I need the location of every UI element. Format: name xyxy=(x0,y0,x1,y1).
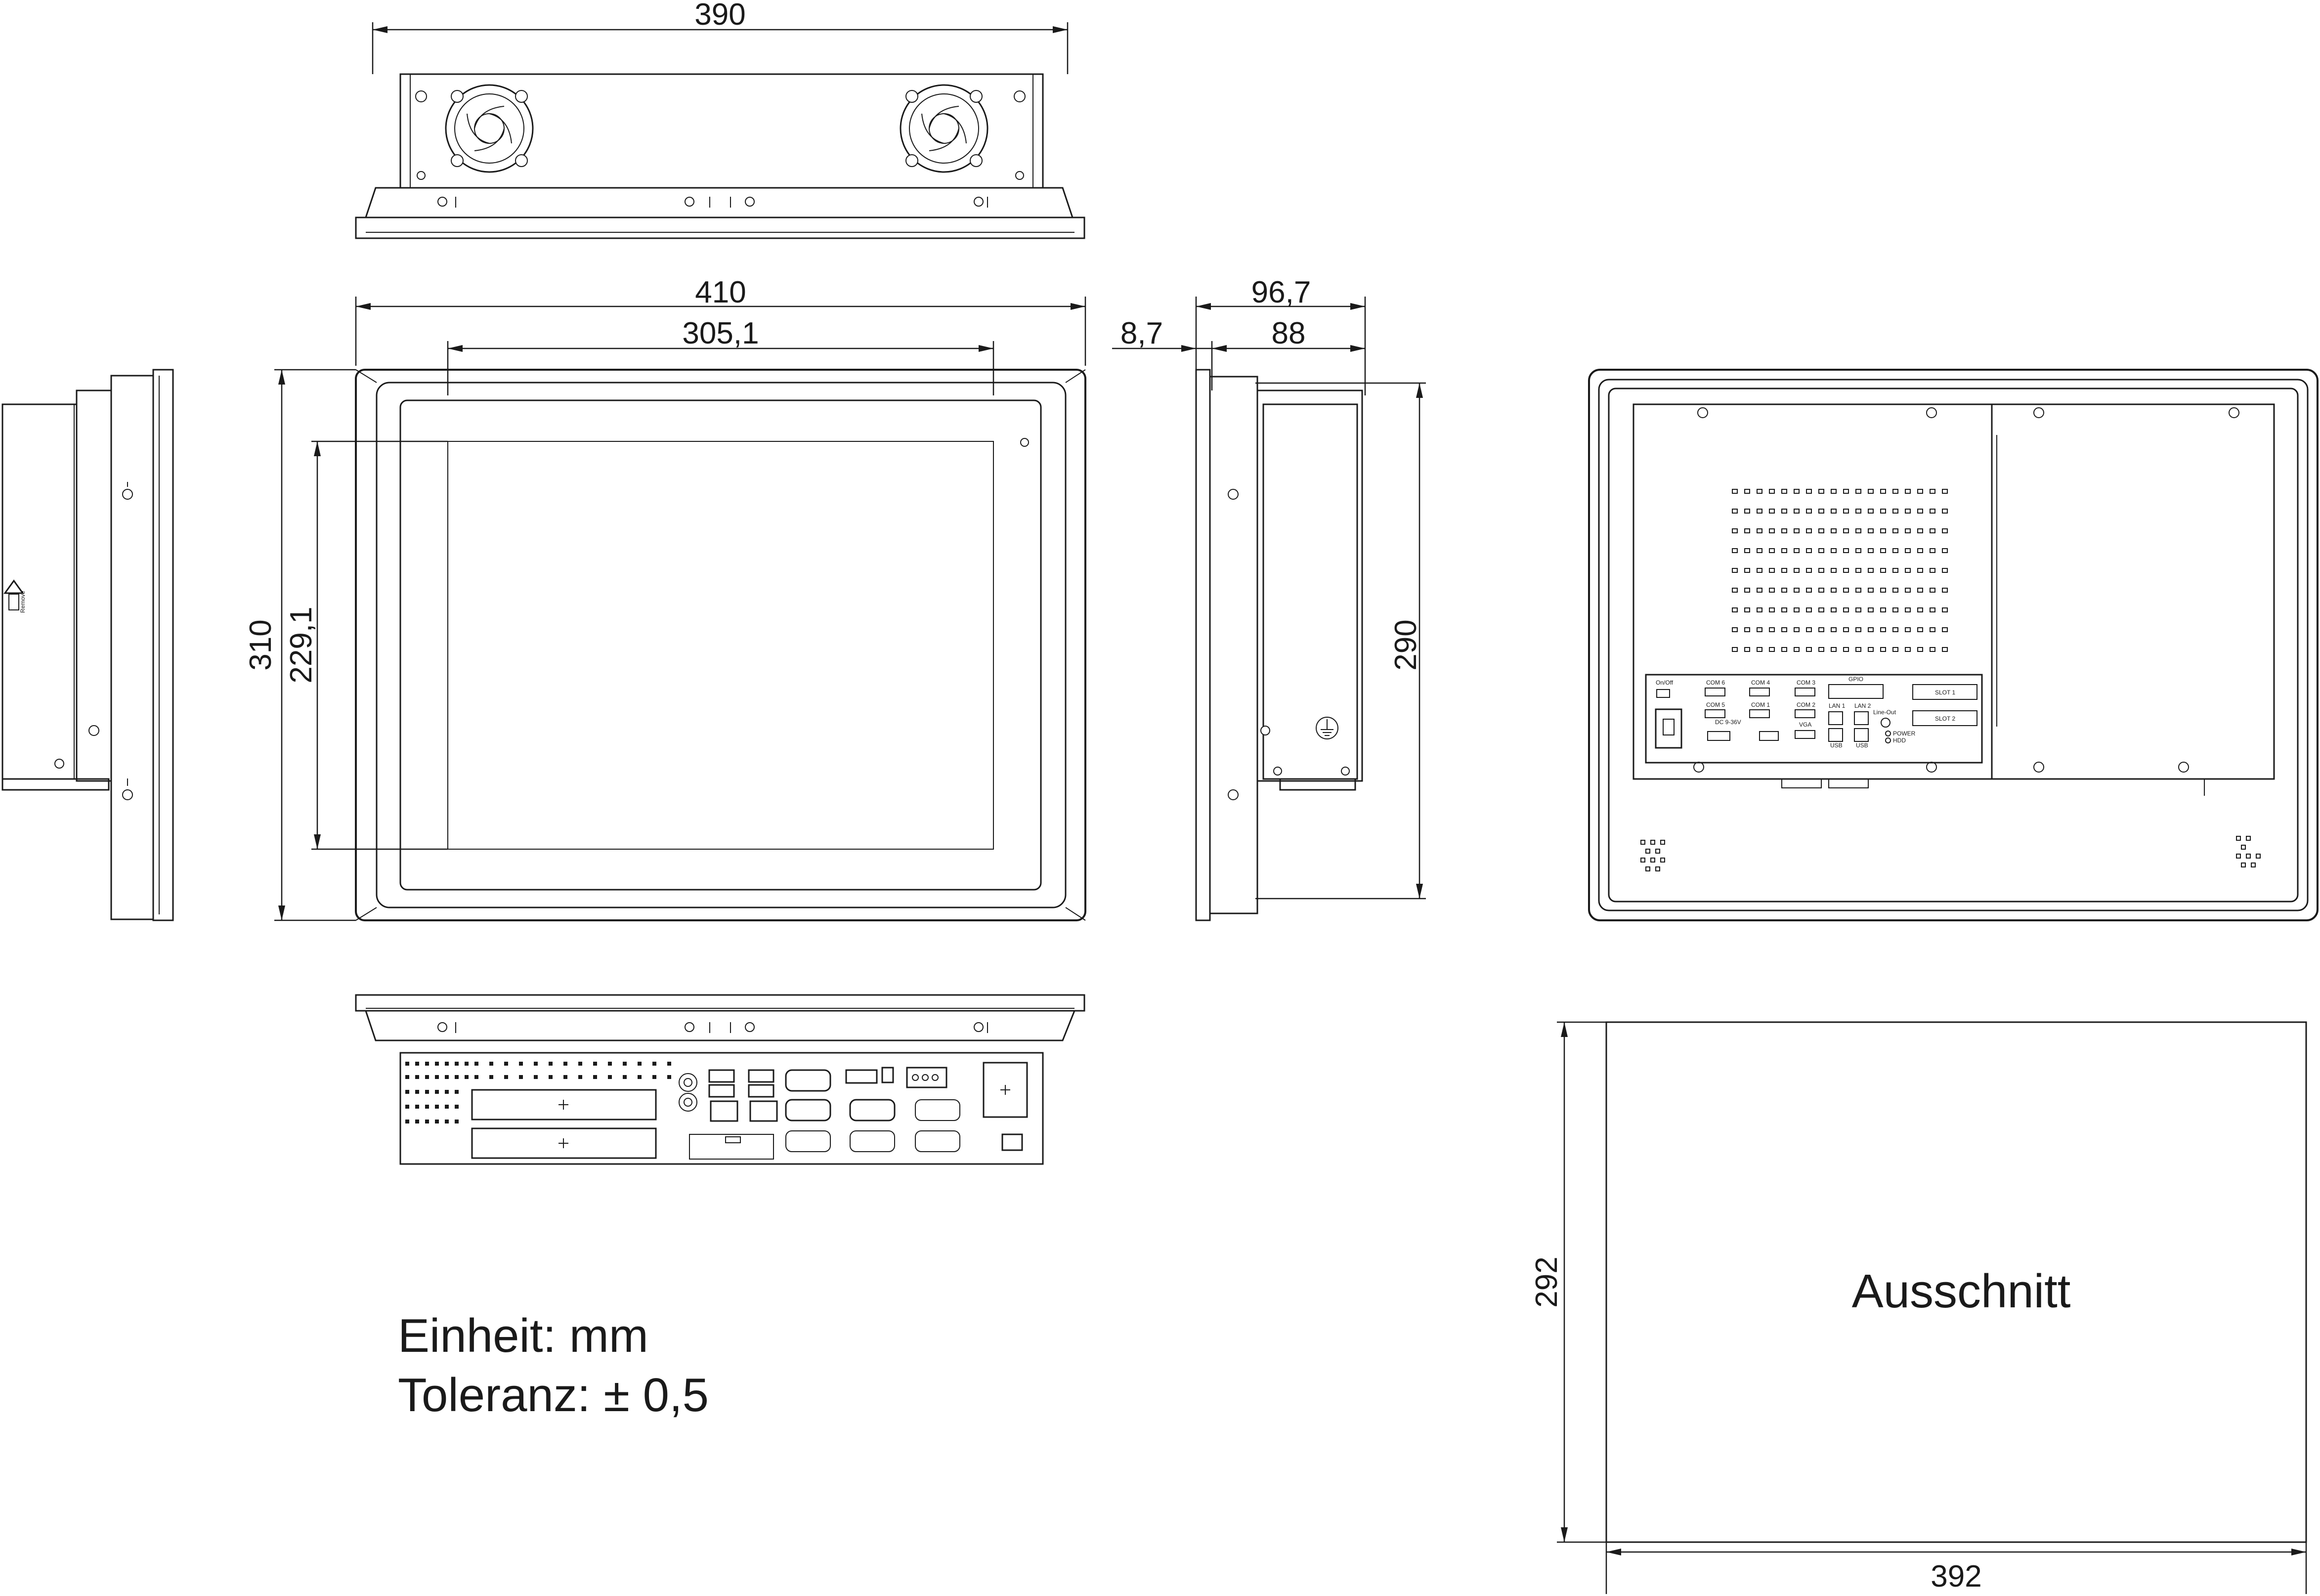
dim-top-width: 390 xyxy=(694,0,745,32)
ground-icon xyxy=(1316,717,1338,739)
unit-note: Einheit: mm xyxy=(398,1309,648,1362)
rear-com3-label: COM 3 xyxy=(1797,679,1815,686)
remove-label: Remove xyxy=(19,591,26,613)
fan-icon xyxy=(445,84,534,173)
rear-usb-label-2: USB xyxy=(1856,742,1868,749)
dim-front-width: 410 xyxy=(695,275,746,309)
front-view: 410 305,1 310 229,1 xyxy=(244,275,1086,921)
dim-front-inner-height: 229,1 xyxy=(284,606,318,683)
rear-view: SLOT 1 SLOT 2 On/Off COM 6 COM 5 DC 9-36… xyxy=(1588,369,2319,921)
fan-icon xyxy=(900,84,988,173)
rear-lan2-label: LAN 2 xyxy=(1854,702,1871,709)
rear-slot1-label: SLOT 1 xyxy=(1935,689,1955,696)
rear-com6-label: COM 6 xyxy=(1706,679,1725,686)
right-side-view: 96,7 8,7 88 290 xyxy=(1112,275,1426,921)
rear-com1-label: COM 1 xyxy=(1751,701,1770,708)
dim-side-total-depth: 96,7 xyxy=(1251,275,1311,309)
rear-vga-label: VGA xyxy=(1799,721,1811,728)
dim-side-height: 290 xyxy=(1389,619,1423,670)
rear-slot2-label: SLOT 2 xyxy=(1935,715,1955,722)
dim-cutout-height: 292 xyxy=(1530,1256,1564,1307)
tolerance-note: Toleranz: ± 0,5 xyxy=(398,1369,709,1422)
top-view: 390 xyxy=(355,0,1085,239)
left-side-view: Remove xyxy=(1,369,174,921)
dim-side-depth: 88 xyxy=(1272,316,1306,350)
bottom-view xyxy=(355,994,1085,1165)
rear-dc-label: DC 9-36V xyxy=(1715,719,1741,726)
rear-usb-label-1: USB xyxy=(1830,742,1843,749)
vent-grid xyxy=(405,1062,671,1123)
rear-onoff-label: On/Off xyxy=(1656,679,1674,686)
rear-com2-label: COM 2 xyxy=(1797,701,1815,708)
rear-com4-label: COM 4 xyxy=(1751,679,1770,686)
dim-side-bezel: 8,7 xyxy=(1120,316,1163,350)
notes: Einheit: mm Toleranz: ± 0,5 xyxy=(398,1309,709,1422)
cutout-view: 292 392 Ausschnitt xyxy=(1530,1021,2307,1594)
rear-lineout-label: Line-Out xyxy=(1873,709,1896,716)
rear-com5-label: COM 5 xyxy=(1706,701,1725,708)
dim-front-height: 310 xyxy=(244,619,278,670)
speaker-grid xyxy=(1640,836,2261,871)
rear-hdd-label: HDD xyxy=(1893,737,1906,744)
rear-gpio-label: GPIO xyxy=(1848,676,1863,683)
dim-front-inner-width: 305,1 xyxy=(682,316,759,350)
rear-vent-grid xyxy=(1732,489,1948,652)
cutout-label: Ausschnitt xyxy=(1852,1265,2071,1318)
rear-power-label: POWER xyxy=(1893,730,1916,737)
dim-cutout-width: 392 xyxy=(1931,1559,1981,1594)
rear-lan1-label: LAN 1 xyxy=(1829,702,1846,709)
